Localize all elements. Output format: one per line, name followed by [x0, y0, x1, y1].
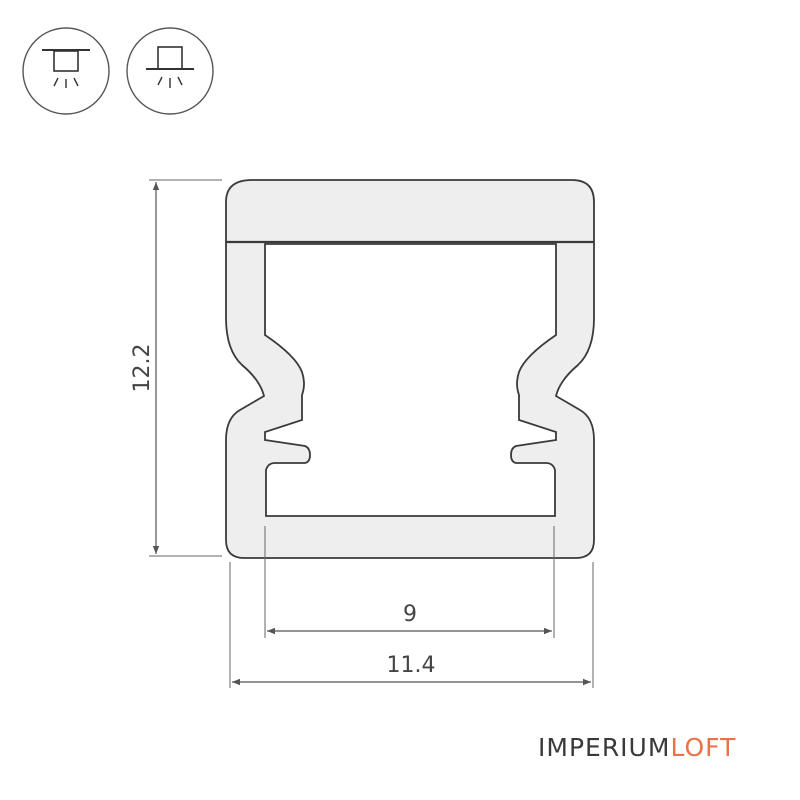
- inner-width-dimension: 9: [264, 526, 555, 638]
- inner-width-label: 9: [403, 602, 417, 627]
- height-label: 12.2: [130, 344, 155, 393]
- logo-accent: LOFT: [670, 733, 737, 762]
- profile-cross-section: [225, 179, 595, 559]
- recessed-mount-icon: [126, 27, 214, 115]
- profile-body: [225, 179, 595, 559]
- surface-mount-icon: [22, 27, 110, 115]
- outer-width-dimension: 11.4: [229, 562, 594, 688]
- height-dimension: 12.2: [130, 179, 222, 557]
- brand-logo: IMPERIUMLOFT: [538, 733, 736, 762]
- logo-primary: IMPERIUM: [538, 733, 671, 762]
- outer-width-label: 11.4: [387, 653, 436, 678]
